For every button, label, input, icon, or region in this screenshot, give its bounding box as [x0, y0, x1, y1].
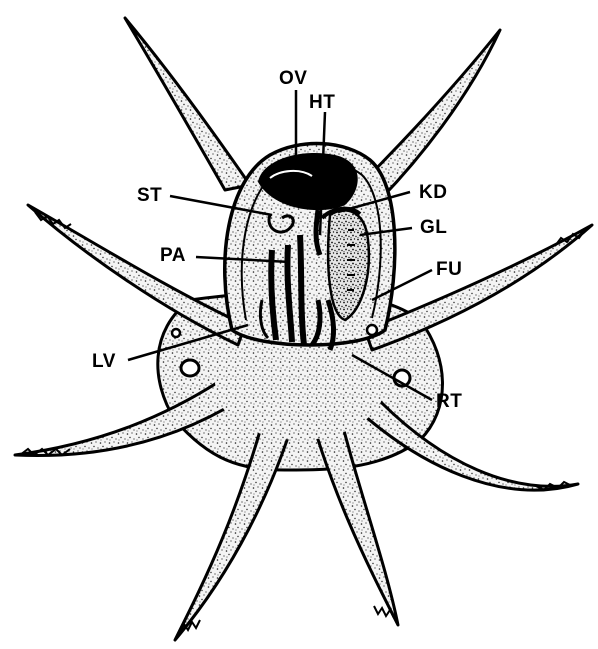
label-fu: FU [436, 260, 462, 279]
label-gl: GL [420, 218, 447, 237]
label-kd: KD [419, 183, 447, 202]
eye-left [181, 360, 199, 376]
arm-left-upper [28, 205, 245, 345]
label-ov: OV [279, 69, 307, 88]
label-pa: PA [160, 246, 186, 265]
label-ht: HT [309, 93, 335, 112]
label-st: ST [137, 186, 162, 205]
label-lv: LV [92, 352, 116, 371]
label-rt: RT [436, 392, 462, 411]
arm-upper-left [125, 18, 250, 190]
